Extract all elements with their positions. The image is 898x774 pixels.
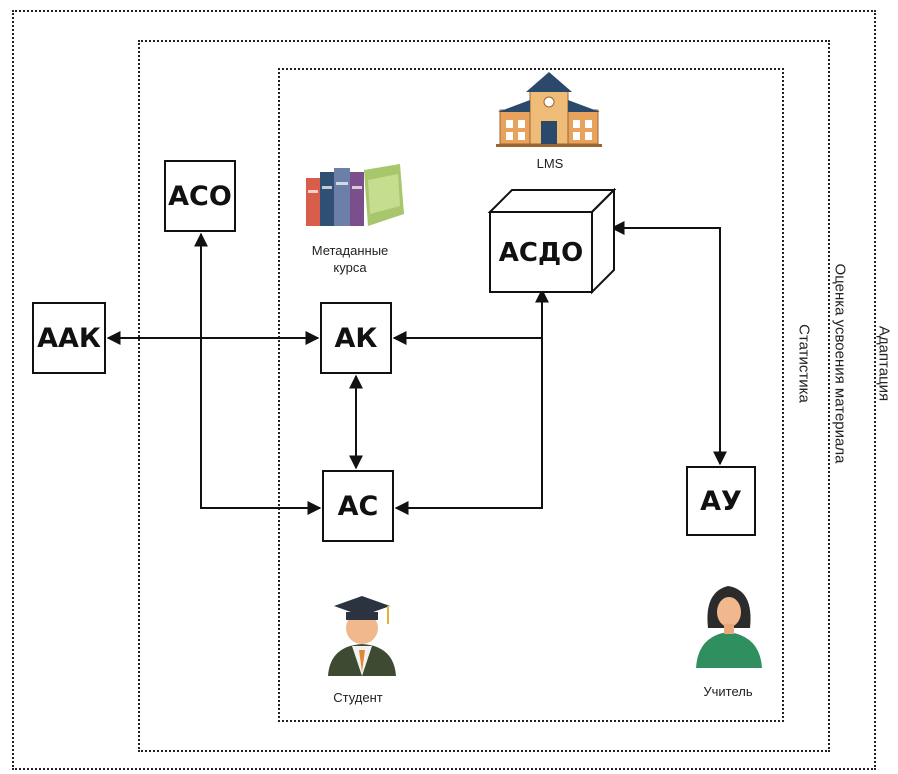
university-building-icon — [496, 72, 602, 147]
metadata-caption: Метаданные курса — [300, 242, 400, 276]
lms-caption: LMS — [536, 156, 564, 171]
node-asdo-label: АСДО — [499, 238, 583, 268]
arrow-aso-as — [194, 232, 322, 515]
books-icon — [306, 164, 404, 226]
arrow-asdo-ay — [610, 221, 727, 466]
node-ak: АК — [320, 302, 392, 374]
node-aak: ААК — [32, 302, 106, 374]
student-graduate-icon — [328, 596, 396, 676]
teacher-caption: Учитель — [703, 684, 753, 699]
metadata-caption-line1: Метаданные — [311, 243, 389, 258]
node-ay: АУ — [686, 466, 756, 536]
assessment-frame — [138, 40, 830, 752]
student-caption: Студент — [333, 690, 383, 705]
node-aso: АСО — [164, 160, 236, 232]
teacher-icon — [696, 586, 762, 668]
adaptation-frame — [12, 10, 876, 770]
asdo-cube: АСДО — [487, 187, 617, 295]
node-as: АС — [322, 470, 394, 542]
arrow-asdo-ak — [392, 288, 549, 345]
metadata-caption-line2: курса — [333, 260, 367, 275]
arrow-asdo-as — [394, 338, 543, 515]
